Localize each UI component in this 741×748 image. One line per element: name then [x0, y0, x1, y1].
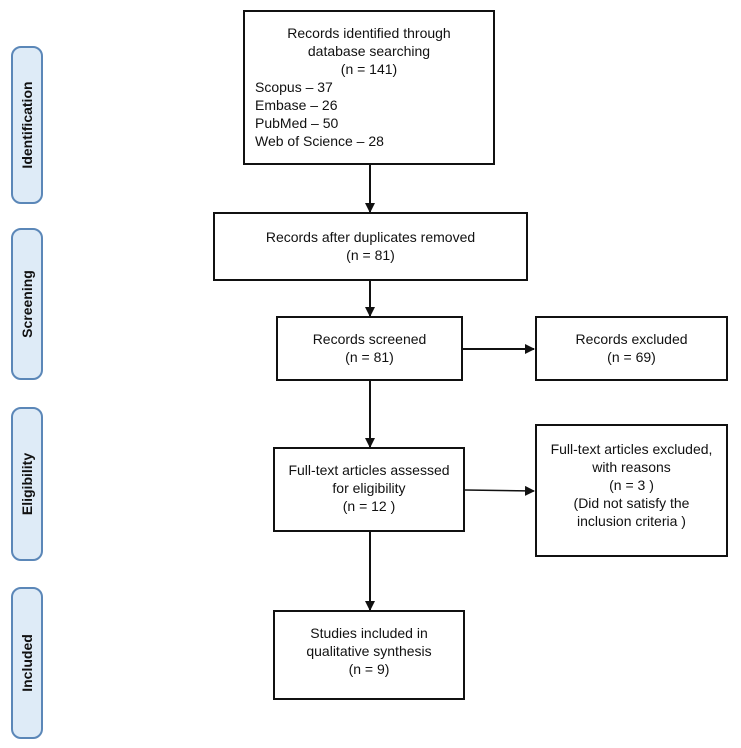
excluded-line1: Records excluded — [575, 331, 688, 347]
fulltext-assessed-line1: Full-text articles assessed — [288, 462, 450, 478]
fulltext-excluded-line2: with reasons — [592, 459, 671, 475]
fulltext-excluded-reason1: (Did not satisfy the — [573, 495, 690, 511]
fulltext-excluded-count: (n = 3 ) — [609, 477, 654, 493]
box-duplicates-removed: Records after duplicates removed (n = 81… — [213, 212, 528, 281]
phase-screening: Screening — [11, 228, 43, 380]
box-studies-included: Studies included in qualitative synthesi… — [273, 610, 465, 700]
phase-identification: Identification — [11, 46, 43, 204]
box-fulltext-excluded: Full-text articles excluded, with reason… — [535, 424, 728, 557]
identified-line1: Records identified through — [287, 25, 451, 41]
included-count: (n = 9) — [348, 661, 390, 677]
fulltext-assessed-count: (n = 12 ) — [342, 498, 396, 514]
duplicates-count: (n = 81) — [346, 247, 395, 263]
source-embase: Embase – 26 — [255, 97, 338, 113]
included-line2: qualitative synthesis — [306, 643, 432, 659]
fulltext-assessed-line2: for eligibility — [332, 480, 406, 496]
screened-line1: Records screened — [312, 331, 427, 347]
identified-count: (n = 141) — [340, 61, 398, 77]
phase-included: Included — [11, 587, 43, 739]
box-records-identified: Records identified through database sear… — [243, 10, 495, 165]
box-records-screened: Records screened (n = 81) — [276, 316, 463, 381]
box-records-excluded: Records excluded (n = 69) — [535, 316, 728, 381]
fulltext-excluded-reason2: inclusion criteria ) — [577, 513, 686, 529]
fulltext-excluded-line1: Full-text articles excluded, — [550, 441, 713, 457]
excluded-count: (n = 69) — [607, 349, 656, 365]
source-scopus: Scopus – 37 — [255, 79, 333, 95]
phase-eligibility: Eligibility — [11, 407, 43, 561]
arrow-fulltext-to-excluded — [464, 485, 535, 496]
screened-count: (n = 81) — [345, 349, 394, 365]
duplicates-line1: Records after duplicates removed — [265, 229, 476, 245]
box-fulltext-assessed: Full-text articles assessed for eligibil… — [273, 447, 465, 532]
identified-line2: database searching — [307, 43, 431, 59]
source-pubmed: PubMed – 50 — [255, 115, 339, 131]
included-line1: Studies included in — [310, 625, 428, 641]
source-web-of-science: Web of Science – 28 — [255, 133, 384, 149]
